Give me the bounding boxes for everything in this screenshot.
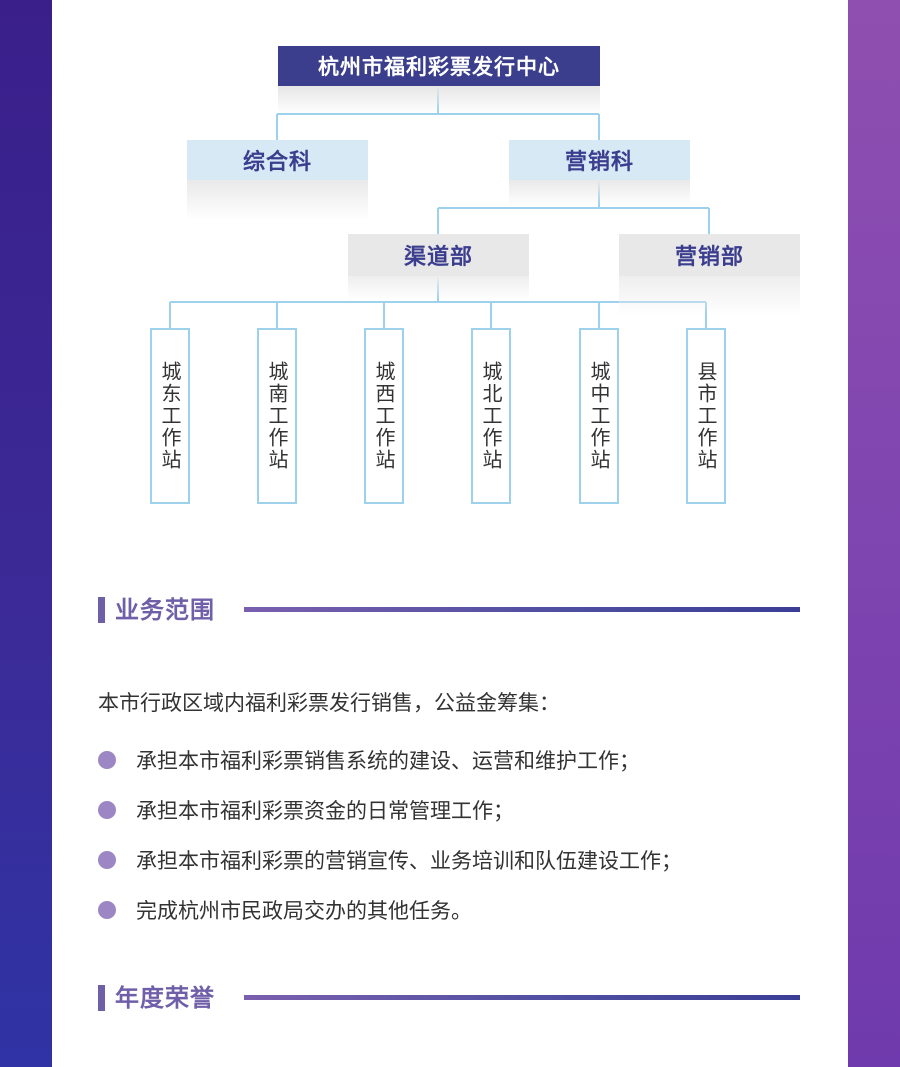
org-station-chengzhong: 城中工作站 [579, 328, 619, 504]
org-root-box: 杭州市福利彩票发行中心 [278, 46, 600, 86]
list-item: 完成杭州市民政局交办的其他任务。 [98, 885, 682, 935]
org-dept-zonghe: 综合科 [187, 140, 368, 180]
list-item: 承担本市福利彩票的营销宣传、业务培训和队伍建设工作； [98, 835, 682, 885]
org-station-chengbei: 城北工作站 [471, 328, 511, 504]
org-unit-qudao-shadow [348, 276, 529, 300]
section-marker [98, 597, 105, 623]
section-header-business-scope: 业务范围 [98, 594, 800, 626]
right-background-strip [848, 0, 900, 1067]
org-unit-yingxiaobu: 营销部 [619, 234, 800, 276]
org-station-label: 城中工作站 [587, 361, 611, 471]
org-dept-zonghe-shadow [187, 180, 368, 220]
org-station-label: 城北工作站 [479, 361, 503, 471]
section-marker [98, 985, 105, 1011]
bullet-dot-icon [98, 851, 116, 869]
org-unit-qudao-label: 渠道部 [403, 245, 473, 270]
org-dept-yingxiao-label: 营销科 [564, 150, 634, 175]
org-dept-yingxiao: 营销科 [509, 140, 690, 180]
business-intro: 本市行政区域内福利彩票发行销售，公益金筹集： [98, 691, 560, 715]
org-station-chengdong: 城东工作站 [150, 328, 190, 504]
org-root-shadow [278, 86, 600, 114]
section-header-annual-honors: 年度荣誉 [98, 982, 800, 1014]
business-list: 承担本市福利彩票销售系统的建设、运营和维护工作； 承担本市福利彩票资金的日常管理… [98, 735, 682, 935]
list-item-text: 承担本市福利彩票资金的日常管理工作； [136, 799, 514, 823]
list-item-text: 完成杭州市民政局交办的其他任务。 [136, 899, 472, 923]
bullet-dot-icon [98, 751, 116, 769]
list-item: 承担本市福利彩票资金的日常管理工作； [98, 785, 682, 835]
org-station-label: 县市工作站 [694, 361, 718, 471]
content-panel: 杭州市福利彩票发行中心 综合科 营销科 渠道部 营销部 城东工作站 城南工作站 … [52, 0, 848, 1067]
section-rule [244, 607, 800, 612]
org-station-xianshi: 县市工作站 [686, 328, 726, 504]
org-root-label: 杭州市福利彩票发行中心 [318, 55, 560, 79]
list-item-text: 承担本市福利彩票的营销宣传、业务培训和队伍建设工作； [136, 849, 682, 873]
org-dept-yingxiao-shadow [509, 180, 690, 206]
bullet-dot-icon [98, 801, 116, 819]
list-item: 承担本市福利彩票销售系统的建设、运营和维护工作； [98, 735, 682, 785]
org-station-label: 城东工作站 [158, 361, 182, 471]
org-station-label: 城西工作站 [372, 361, 396, 471]
org-chart: 杭州市福利彩票发行中心 综合科 营销科 渠道部 营销部 城东工作站 城南工作站 … [52, 0, 848, 540]
bullet-dot-icon [98, 901, 116, 919]
org-station-chengxi: 城西工作站 [364, 328, 404, 504]
org-station-chengnan: 城南工作站 [257, 328, 297, 504]
left-background-strip [0, 0, 52, 1067]
org-station-label: 城南工作站 [265, 361, 289, 471]
section-rule [244, 995, 800, 1000]
org-unit-qudao: 渠道部 [348, 234, 529, 276]
org-unit-yingxiaobu-label: 营销部 [674, 245, 744, 270]
org-connector-lines [169, 86, 710, 328]
org-dept-zonghe-label: 综合科 [242, 150, 312, 175]
org-unit-yingxiaobu-shadow [619, 276, 800, 316]
section-title: 业务范围 [115, 596, 215, 624]
list-item-text: 承担本市福利彩票销售系统的建设、运营和维护工作； [136, 749, 640, 773]
section-title: 年度荣誉 [115, 984, 215, 1012]
